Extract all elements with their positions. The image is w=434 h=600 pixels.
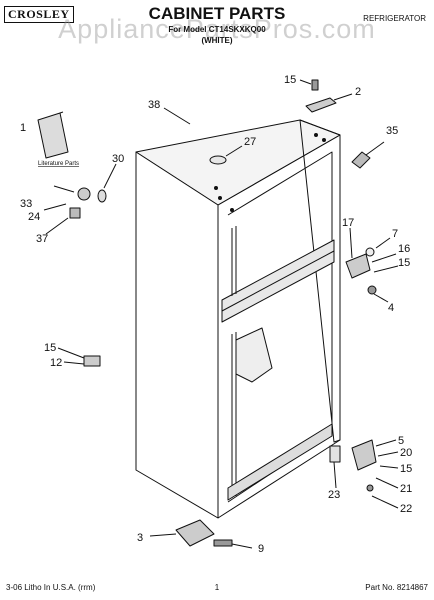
- leader-20: [377, 451, 399, 457]
- center-hinge-washer: [365, 247, 375, 257]
- callout-15-left: 15: [44, 342, 56, 354]
- leader-5: [375, 439, 397, 447]
- center-hinge-icon: [345, 253, 371, 279]
- cabinet-hole: [214, 186, 218, 190]
- hinge-cover-leader: [365, 141, 385, 156]
- crisper-support: [235, 327, 273, 383]
- callout-3: 3: [137, 532, 143, 544]
- hinge-cover-icon: [351, 151, 371, 169]
- callout-12: 12: [50, 357, 62, 369]
- top-plug-leader: [225, 145, 243, 157]
- cabinet-hole-2: [218, 196, 222, 200]
- literature-book-icon: [37, 112, 69, 159]
- leader-30: [103, 163, 117, 189]
- leader-37: [45, 217, 69, 235]
- callout-17: 17: [342, 217, 354, 229]
- callout-1: 1: [20, 122, 26, 134]
- callout-16: 16: [398, 243, 410, 255]
- screw-leader-1: [299, 79, 312, 85]
- callout-37: 37: [36, 233, 48, 245]
- callout-7: 7: [392, 228, 398, 240]
- callout-35: 35: [386, 125, 398, 137]
- callout-15-center: 15: [398, 257, 410, 269]
- top-hinge-hole: [314, 133, 318, 137]
- hinge-shim-icon: [329, 445, 341, 463]
- cabinet-front-frame: [217, 134, 341, 519]
- color-line: (WHITE): [201, 36, 233, 45]
- leader-3: [149, 533, 177, 537]
- model-line: For Model CT14SKXKQ00: [168, 25, 266, 34]
- cabinet-bottom-rail: [227, 423, 333, 501]
- callout-21: 21: [400, 483, 412, 495]
- bottom-hinge-screw: [366, 484, 374, 492]
- leveling-leg-icon: [175, 519, 215, 547]
- callout-22: 22: [400, 503, 412, 515]
- page-title: CABINET PARTS: [148, 4, 286, 23]
- callout-38: 38: [148, 99, 160, 111]
- leader-4: [373, 293, 389, 303]
- leveling-screw-icon: [213, 539, 233, 547]
- leader-15c: [373, 265, 399, 273]
- cabinet-hole-3: [230, 208, 234, 212]
- leader-16: [371, 253, 397, 263]
- callout-2: 2: [355, 86, 361, 98]
- top-hinge-hole-2: [322, 138, 326, 142]
- callout-23: 23: [328, 489, 340, 501]
- leader-12: [63, 361, 85, 365]
- callout-9: 9: [258, 543, 264, 555]
- hinge-screw-icon: [311, 79, 319, 91]
- footer-litho-note: 3-06 Litho In U.S.A. (rrm): [6, 583, 96, 592]
- cabinet-side-panel: [135, 151, 219, 519]
- callout-30: 30: [112, 153, 124, 165]
- leader-21: [375, 477, 399, 489]
- callout-20: 20: [400, 447, 412, 459]
- footer-part-number: Part No. 8214867: [365, 583, 428, 592]
- cabinet-inner-frame: [227, 151, 333, 503]
- leader-23: [333, 461, 337, 489]
- callout-33: 33: [20, 198, 32, 210]
- literature-book-edge: [59, 111, 64, 114]
- hinge-bracket-leader: [333, 93, 353, 101]
- light-switch-icon: [83, 355, 101, 367]
- top-plug-icon: [209, 155, 227, 165]
- screw-33-icon: [53, 185, 75, 193]
- top-hinge-bracket-icon: [305, 97, 337, 113]
- footer-page-number: 1: [214, 583, 220, 592]
- leader-15d: [379, 465, 399, 469]
- leader-9: [231, 543, 253, 549]
- literature-parts-label: Literature Parts: [38, 161, 79, 167]
- callout-15-bottom: 15: [400, 463, 412, 475]
- leader-7: [375, 237, 391, 249]
- leader-22: [371, 495, 399, 509]
- leader-24: [43, 203, 67, 211]
- center-hinge-screw: [367, 285, 377, 295]
- callout-24: 24: [28, 211, 40, 223]
- callout-4: 4: [388, 302, 394, 314]
- callout-27: 27: [244, 136, 256, 148]
- callout-15-top: 15: [284, 74, 296, 86]
- drain-washer-icon: [97, 189, 107, 203]
- callout-5: 5: [398, 435, 404, 447]
- mullion-edge: [221, 250, 335, 312]
- cabinet-leader: [163, 107, 191, 125]
- brand-logo: CROSLEY: [4, 6, 74, 23]
- bottom-hinge-icon: [351, 439, 377, 471]
- watermark: AppliancePartsPros.com: [58, 14, 376, 44]
- drain-fitting-icon: [77, 187, 91, 201]
- leader-15b: [57, 347, 85, 359]
- drain-tube-icon: [69, 207, 81, 219]
- category-label: REFRIGERATOR: [363, 14, 426, 23]
- leader-17: [349, 227, 353, 259]
